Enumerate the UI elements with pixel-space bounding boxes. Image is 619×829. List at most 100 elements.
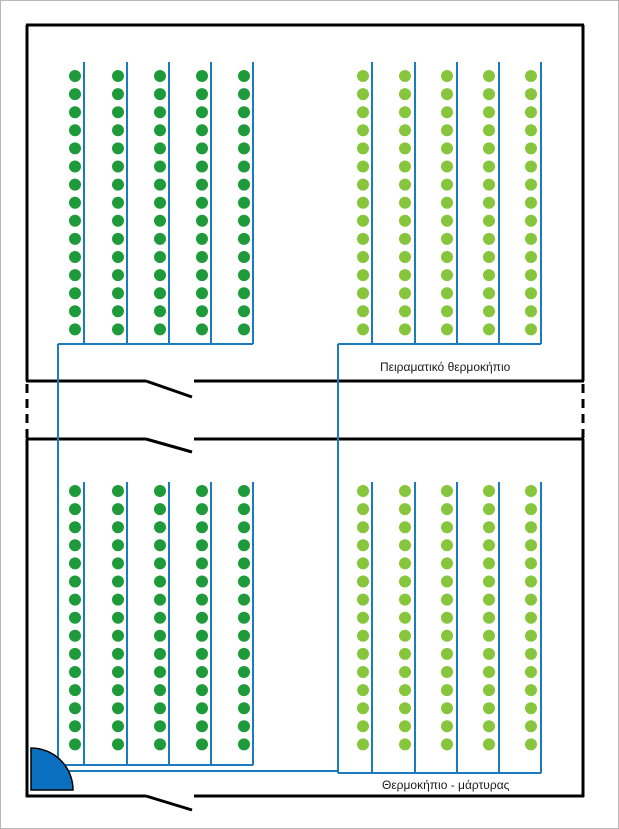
control-left-plant	[112, 575, 124, 588]
control-right-plant	[483, 629, 495, 642]
experimental-right-plant	[441, 232, 453, 245]
control-right-plant	[441, 738, 453, 751]
experimental-right-plant	[483, 323, 495, 336]
control-left-plant	[238, 702, 250, 715]
control-left-plant	[154, 557, 166, 570]
control-left-plant	[69, 702, 81, 715]
control-right-plant	[399, 521, 411, 534]
control-greenhouse-label: Θερμοκήπιο - μάρτυρας	[382, 778, 510, 792]
control-left-plant	[196, 702, 208, 715]
experimental-left-plant	[69, 251, 81, 263]
experimental-right-plant	[525, 196, 537, 209]
experimental-door-leaf	[145, 379, 193, 399]
experimental-right-plant	[525, 305, 537, 318]
experimental-left-plant	[196, 124, 208, 137]
control-left-plant	[196, 666, 208, 678]
control-right-plant	[441, 629, 453, 642]
control-right-plant	[399, 539, 411, 552]
control-right-plant	[357, 539, 369, 552]
experimental-left-plant	[238, 232, 250, 245]
experimental-right-plant	[441, 305, 453, 318]
control-left-plant	[154, 575, 166, 588]
experimental-left-plant	[154, 196, 166, 209]
control-right-plant	[357, 702, 369, 715]
control-left-plant	[196, 557, 208, 570]
control-left-plant	[238, 720, 250, 733]
experimental-left-plant	[196, 214, 208, 227]
experimental-right-plant	[483, 88, 495, 101]
experimental-left-plant	[112, 232, 124, 245]
control-right-plant	[441, 702, 453, 715]
control-right-plant	[525, 738, 537, 751]
experimental-right-plant	[483, 305, 495, 318]
experimental-right-plant	[441, 70, 453, 82]
experimental-left-plant	[196, 232, 208, 245]
experimental-left-plant	[154, 160, 166, 173]
control-left-plant	[238, 629, 250, 642]
control-left-plant	[69, 557, 81, 570]
control-right-plant	[483, 485, 495, 497]
control-right-plant	[357, 557, 369, 570]
experimental-left-plant	[154, 88, 166, 101]
control-right-plant	[483, 647, 495, 660]
experimental-right-plant	[399, 251, 411, 263]
control-right-plant	[441, 503, 453, 516]
control-right-plant	[357, 503, 369, 516]
water-source-icon	[30, 747, 74, 791]
experimental-left-plant	[112, 160, 124, 173]
experimental-right-plant	[483, 70, 495, 82]
experimental-left-plant	[238, 251, 250, 263]
experimental-left-plant	[112, 106, 124, 119]
experimental-left-plant	[112, 251, 124, 263]
experimental-left-plant	[238, 305, 250, 318]
control-right-plant	[399, 702, 411, 715]
control-right-plant	[441, 593, 453, 606]
experimental-right-plant	[525, 214, 537, 227]
irrigation-pipes	[57, 62, 542, 774]
experimental-right-plant	[357, 323, 369, 336]
plants-layer	[69, 70, 537, 751]
control-left-plant	[112, 593, 124, 606]
experimental-left-plant	[154, 323, 166, 336]
control-right-plant	[441, 539, 453, 552]
experimental-right-plant	[357, 160, 369, 173]
experimental-left-plant	[238, 160, 250, 173]
experimental-right-plant	[357, 106, 369, 119]
control-left-plant	[196, 503, 208, 516]
control-left-plant	[196, 720, 208, 733]
control-right-plant	[399, 720, 411, 733]
experimental-right-plant	[399, 178, 411, 191]
experimental-left-plant	[154, 214, 166, 227]
control-left-plant	[69, 738, 81, 751]
control-right-plant	[483, 557, 495, 570]
control-right-plant	[399, 647, 411, 660]
experimental-left-plant	[112, 88, 124, 101]
experimental-left-plant	[238, 178, 250, 191]
experimental-left-plant	[238, 323, 250, 336]
experimental-right-plant	[483, 142, 495, 155]
experimental-left-plant	[112, 214, 124, 227]
experimental-left-plant	[69, 160, 81, 173]
control-right-plant	[399, 485, 411, 497]
experimental-left-plant	[154, 305, 166, 318]
control-left-plant	[238, 684, 250, 697]
experimental-right-plant	[357, 269, 369, 282]
experimental-right-plant	[357, 251, 369, 263]
control-right-plant	[483, 539, 495, 552]
control-right-plant	[357, 720, 369, 733]
control-right-plant	[399, 575, 411, 588]
experimental-right-plant	[525, 160, 537, 173]
control-left-plant	[112, 503, 124, 516]
experimental-left-plant	[69, 196, 81, 209]
experimental-left-plant	[196, 88, 208, 101]
control-left-plant	[112, 647, 124, 660]
experimental-right-plant	[399, 160, 411, 173]
experimental-right-plant	[441, 196, 453, 209]
experimental-right-plant	[441, 269, 453, 282]
experimental-left-plant	[238, 106, 250, 119]
control-right-plant	[525, 503, 537, 516]
control-right-plant	[483, 684, 495, 697]
experimental-left-plant	[112, 269, 124, 282]
control-left-plant	[196, 485, 208, 497]
control-right-plant	[483, 666, 495, 678]
